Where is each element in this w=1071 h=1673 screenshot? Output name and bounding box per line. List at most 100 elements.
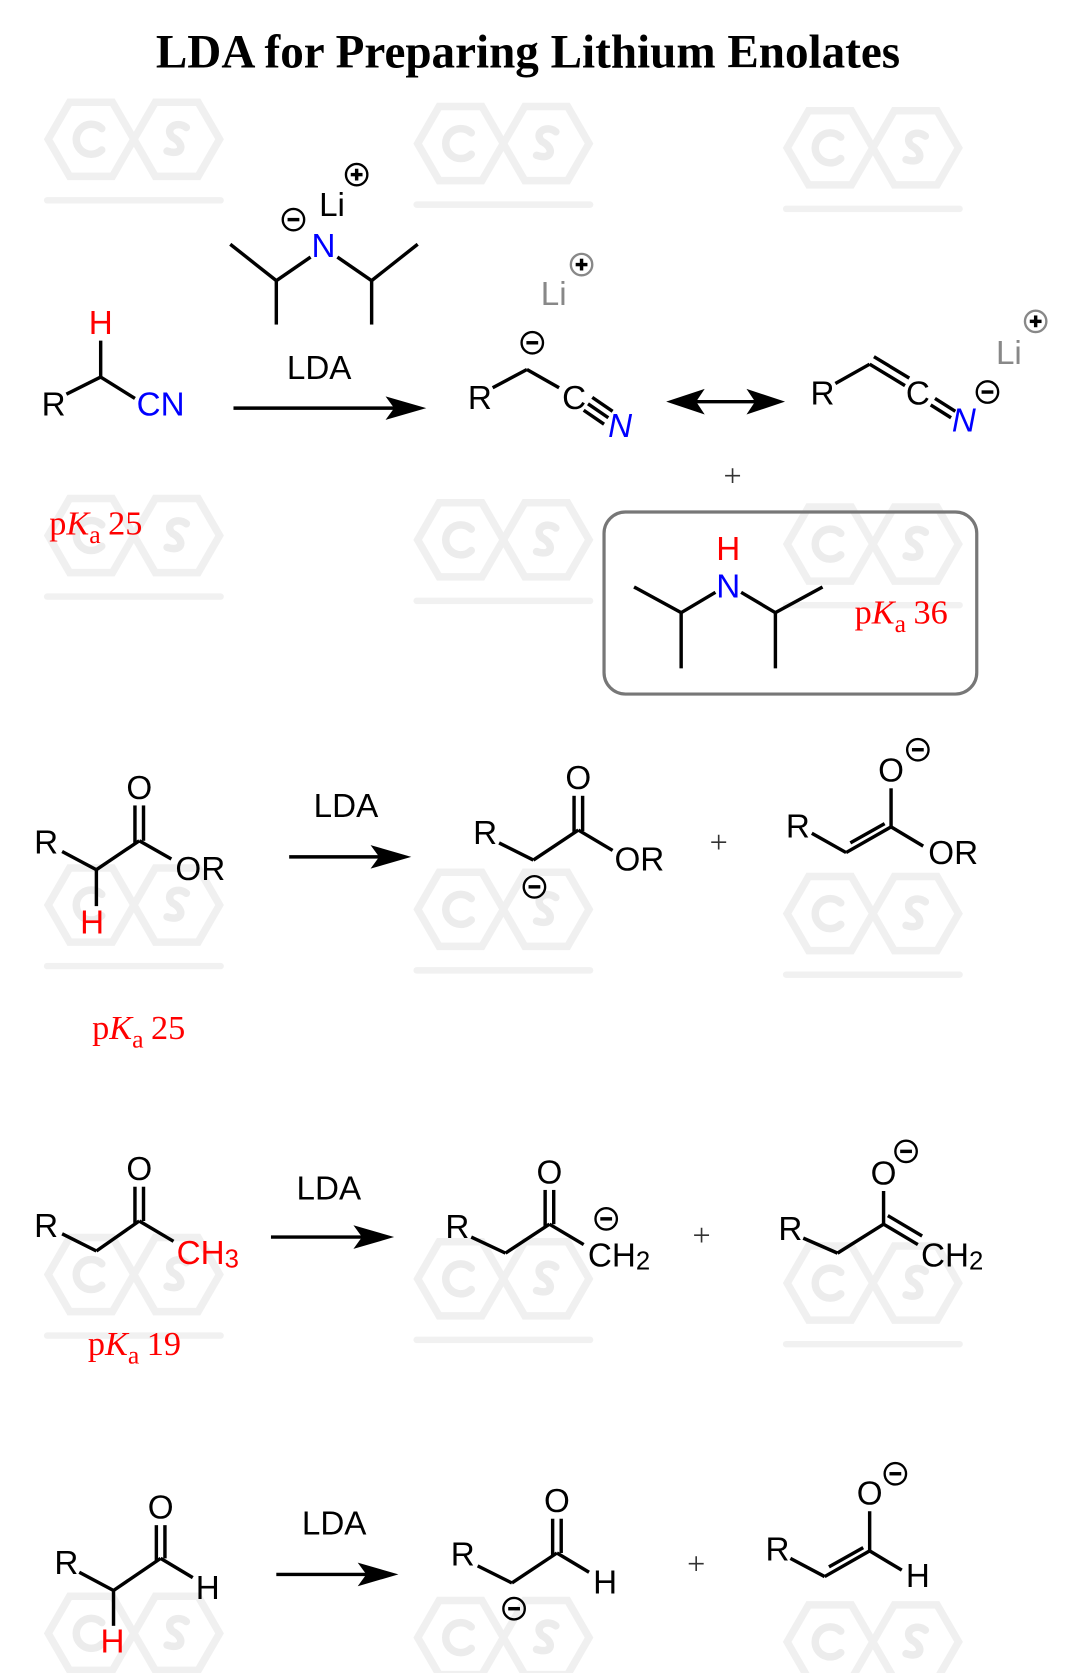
highlight-box <box>602 510 979 696</box>
bond <box>774 585 824 615</box>
nitrile-group: CN <box>137 386 185 423</box>
watermark-wordmark-bar <box>782 971 963 978</box>
r-group: R <box>54 1545 78 1582</box>
charge-symbol-part <box>594 1206 619 1231</box>
negative-charge-icon <box>894 1139 918 1164</box>
bond <box>526 368 560 390</box>
watermark-logo <box>43 1233 224 1339</box>
watermark-logo <box>413 1238 594 1344</box>
enolate-product: O R H <box>766 1461 930 1595</box>
charge-symbol-part <box>883 1461 908 1486</box>
bond <box>159 1556 194 1580</box>
carbanion-product: O R OR <box>473 760 664 899</box>
watermark-hexagon <box>782 1601 878 1673</box>
ketone-reactant: O R CH3 <box>34 1151 239 1273</box>
watermark-s-glyph <box>163 517 191 553</box>
oxygen-atom: O <box>565 760 591 797</box>
bond <box>823 1549 871 1579</box>
r-group: R <box>766 1531 790 1568</box>
bond <box>886 1214 924 1238</box>
watermark-s-glyph <box>163 886 191 922</box>
bond <box>229 242 278 282</box>
bond <box>929 403 952 420</box>
carbon-atom: C <box>906 376 930 413</box>
alkoxy-group: OR <box>614 842 664 879</box>
watermark-hexagon <box>868 1242 963 1324</box>
acidic-hydrogen: H <box>80 905 104 942</box>
r-group: R <box>786 808 810 845</box>
r-group: R <box>778 1211 802 1248</box>
carbanion-product: O R H <box>451 1483 617 1621</box>
arrowhead <box>353 1225 395 1249</box>
bond <box>680 590 717 615</box>
oxygen-atom: O <box>126 1151 152 1188</box>
watermark-c-glyph <box>72 120 106 158</box>
watermark-s-glyph <box>902 1264 930 1300</box>
watermark-c-glyph <box>442 890 475 929</box>
watermark-s-glyph <box>163 120 191 157</box>
amine-hydrogen: H <box>716 531 740 568</box>
watermark-hexagon <box>782 107 878 189</box>
bond <box>138 839 173 861</box>
oxygen-atom: O <box>857 1476 883 1513</box>
bond <box>868 1549 903 1572</box>
watermark-logo <box>782 1601 963 1673</box>
lithium-atom: Li <box>319 187 345 224</box>
oxygen-atom: O <box>148 1490 174 1527</box>
charge-symbol-part <box>344 162 369 187</box>
watermark-hexagon <box>413 1596 508 1673</box>
bond <box>138 1219 175 1243</box>
r-group: R <box>811 376 835 413</box>
watermark-wordmark-bar <box>43 1332 224 1339</box>
bond <box>336 255 373 283</box>
watermark-hexagon <box>868 872 963 955</box>
reagent-label: LDA <box>302 1506 367 1543</box>
bond <box>789 1556 826 1579</box>
watermark-hexagon <box>413 868 508 951</box>
watermark-logo <box>43 1592 224 1673</box>
watermark-wordmark-bar <box>413 967 594 974</box>
watermark-hexagon <box>129 98 224 181</box>
oxygen-atom: O <box>871 1155 897 1192</box>
bond <box>587 402 610 420</box>
bond <box>532 828 580 862</box>
reaction-arrow <box>289 845 412 869</box>
charge-symbol-part <box>502 1596 526 1621</box>
acidic-hydrogen: H <box>100 1623 124 1660</box>
watermark-c-glyph <box>442 521 475 559</box>
bond <box>61 1232 98 1253</box>
watermark-hexagon <box>129 1592 224 1673</box>
bond <box>828 1546 865 1569</box>
bond <box>504 1222 551 1255</box>
charge-symbol-part <box>1023 309 1048 334</box>
watermark-s-glyph <box>902 129 930 165</box>
plus-sign: + <box>687 1546 705 1582</box>
watermark-hexagon <box>499 868 594 951</box>
bond <box>95 1219 141 1253</box>
positive-charge-icon <box>1023 309 1048 334</box>
watermark-hexagon <box>129 1233 224 1316</box>
lithium-counterion: Li <box>541 276 567 313</box>
bond <box>510 1551 558 1585</box>
watermark-c-glyph <box>72 886 106 924</box>
watermark-hexagon <box>868 503 963 585</box>
reaction-arrow <box>270 1225 395 1249</box>
ester-reactant: O R OR H <box>34 770 225 942</box>
charge-symbol-part <box>522 874 547 899</box>
bond <box>65 375 102 396</box>
watermark-hexagon <box>499 499 594 581</box>
watermark-c-glyph <box>72 516 106 555</box>
watermark-c-glyph <box>811 894 845 933</box>
reaction-nitrile: H R CN Li N LDA Li R C N R C <box>42 162 1048 696</box>
lithium-counterion: Li <box>996 335 1022 372</box>
plus-sign: + <box>724 458 742 494</box>
watermark-s-glyph <box>532 125 560 161</box>
watermark-logo <box>782 503 963 609</box>
nitrile-reactant: H R CN <box>42 305 185 423</box>
bond <box>548 1222 585 1247</box>
watermark-hexagon <box>413 499 508 581</box>
carbanion-product: O R CH2 <box>445 1154 650 1275</box>
charge-symbol-part <box>569 252 594 277</box>
charge-symbol-part <box>894 1139 918 1164</box>
watermark-logo <box>43 98 224 204</box>
